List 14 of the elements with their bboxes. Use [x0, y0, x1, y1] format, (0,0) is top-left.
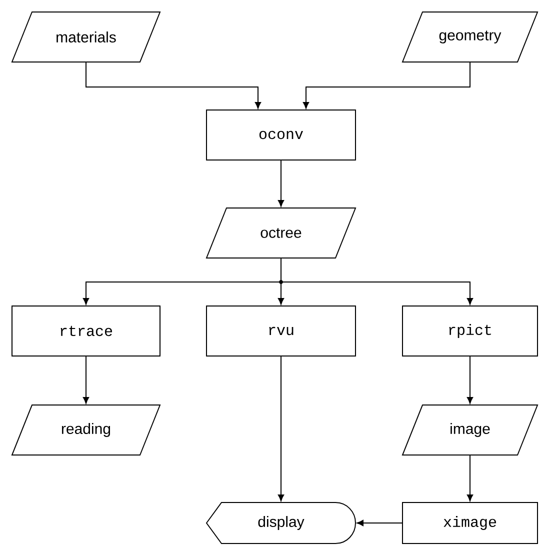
arrow: [466, 356, 474, 404]
arrow: [356, 520, 403, 526]
process-box: ximage: [402, 502, 538, 544]
arrow: [278, 356, 284, 502]
process-box: rpict: [402, 306, 538, 356]
process-box: rvu: [206, 306, 356, 356]
process-box: oconv: [206, 110, 356, 160]
arrow: [86, 62, 262, 109]
arrow: [278, 160, 284, 207]
process-box: rtrace: [12, 306, 160, 356]
arrow: [82, 356, 90, 404]
arrow: [302, 62, 470, 109]
arrow: [280, 258, 474, 305]
arrow: [466, 454, 474, 502]
